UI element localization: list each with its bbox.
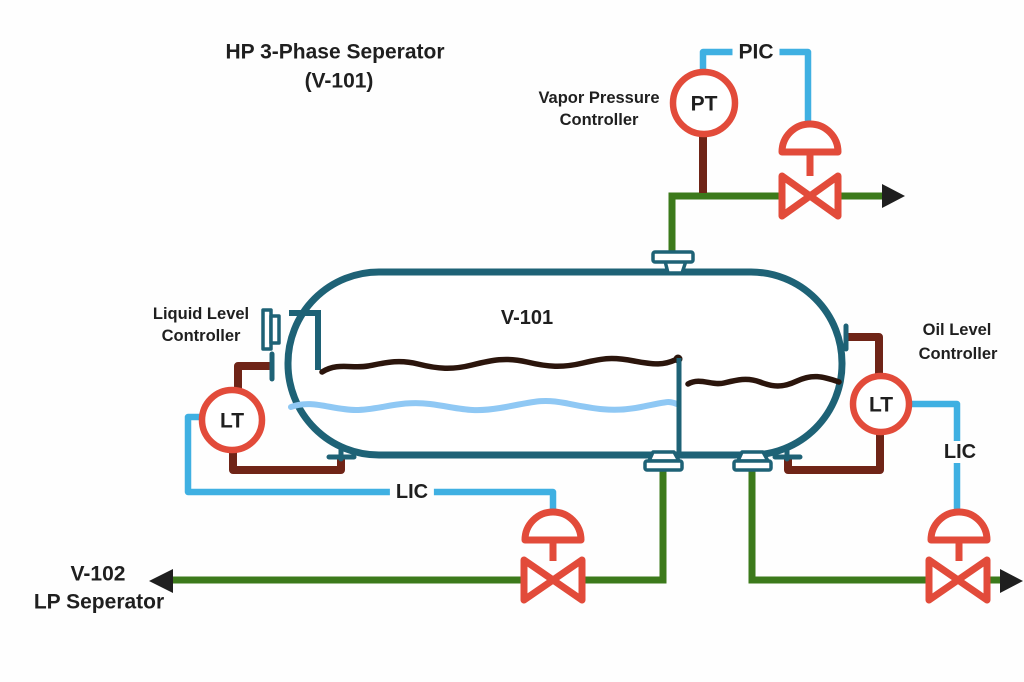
instrument-tap-ticks bbox=[269, 323, 849, 462]
gas-outlet-arrow bbox=[882, 184, 905, 208]
oil-level-controller-label-line2: Controller bbox=[918, 344, 998, 363]
gas-outlet-line bbox=[668, 192, 882, 253]
valve-body bbox=[520, 556, 586, 604]
oil-outlet-arrow bbox=[1000, 569, 1023, 593]
pt-tag: PT bbox=[690, 92, 718, 116]
lt-right-impulse-lines bbox=[784, 333, 884, 474]
liquid-level-controller-label-line1: Liquid Level bbox=[152, 304, 250, 323]
diagram-title-line2: (V-101) bbox=[304, 69, 374, 93]
water-level-control-valve bbox=[520, 508, 586, 604]
oil-outlet-nozzle bbox=[732, 450, 773, 472]
lic-left-signal-line bbox=[184, 413, 557, 513]
pic-signal-label: PIC bbox=[732, 40, 780, 64]
water-outlet-line bbox=[173, 462, 667, 584]
vessel-tag: V-101 bbox=[500, 307, 554, 329]
oil-level-control-valve bbox=[925, 508, 991, 604]
valve-actuator-dome bbox=[778, 120, 842, 156]
inlet-diverter-pipe bbox=[289, 310, 321, 370]
liquid-level-controller-label-line2: Controller bbox=[161, 326, 241, 345]
lt-left-impulse-lines bbox=[229, 362, 345, 474]
valve-body bbox=[778, 172, 842, 220]
oil-outlet-line bbox=[748, 462, 1000, 584]
diagram-title-line1: HP 3-Phase Seperator bbox=[225, 40, 445, 64]
water-outlet-nozzle bbox=[643, 450, 684, 472]
destination-name: LP Seperator bbox=[33, 590, 165, 614]
vapor-pressure-controller-label-line2: Controller bbox=[559, 110, 639, 129]
pt-instrument-circle bbox=[669, 68, 739, 138]
lt-right-instrument-circle bbox=[849, 372, 913, 436]
lic-right-signal-label: LIC bbox=[937, 441, 983, 463]
valve-body bbox=[925, 556, 991, 604]
gas-outlet-nozzle bbox=[651, 250, 695, 275]
vapor-pressure-controller-label-line1: Vapor Pressure bbox=[538, 88, 660, 107]
valve-actuator-dome bbox=[521, 508, 585, 544]
oil-level-controller-label-line1: Oil Level bbox=[922, 320, 992, 339]
valve-actuator-dome bbox=[927, 508, 991, 544]
water-level-wave bbox=[288, 397, 680, 414]
lic-left-signal-label: LIC bbox=[389, 481, 435, 503]
lt-left-tag: LT bbox=[219, 409, 245, 433]
pressure-control-valve bbox=[778, 120, 842, 220]
lic-right-signal-line bbox=[905, 400, 961, 513]
water-outlet-arrow bbox=[149, 569, 173, 593]
lt-left-instrument-circle bbox=[198, 386, 266, 454]
feed-inlet-nozzle bbox=[261, 308, 281, 351]
destination-tag: V-102 bbox=[70, 562, 126, 586]
lt-right-tag: LT bbox=[868, 393, 894, 417]
